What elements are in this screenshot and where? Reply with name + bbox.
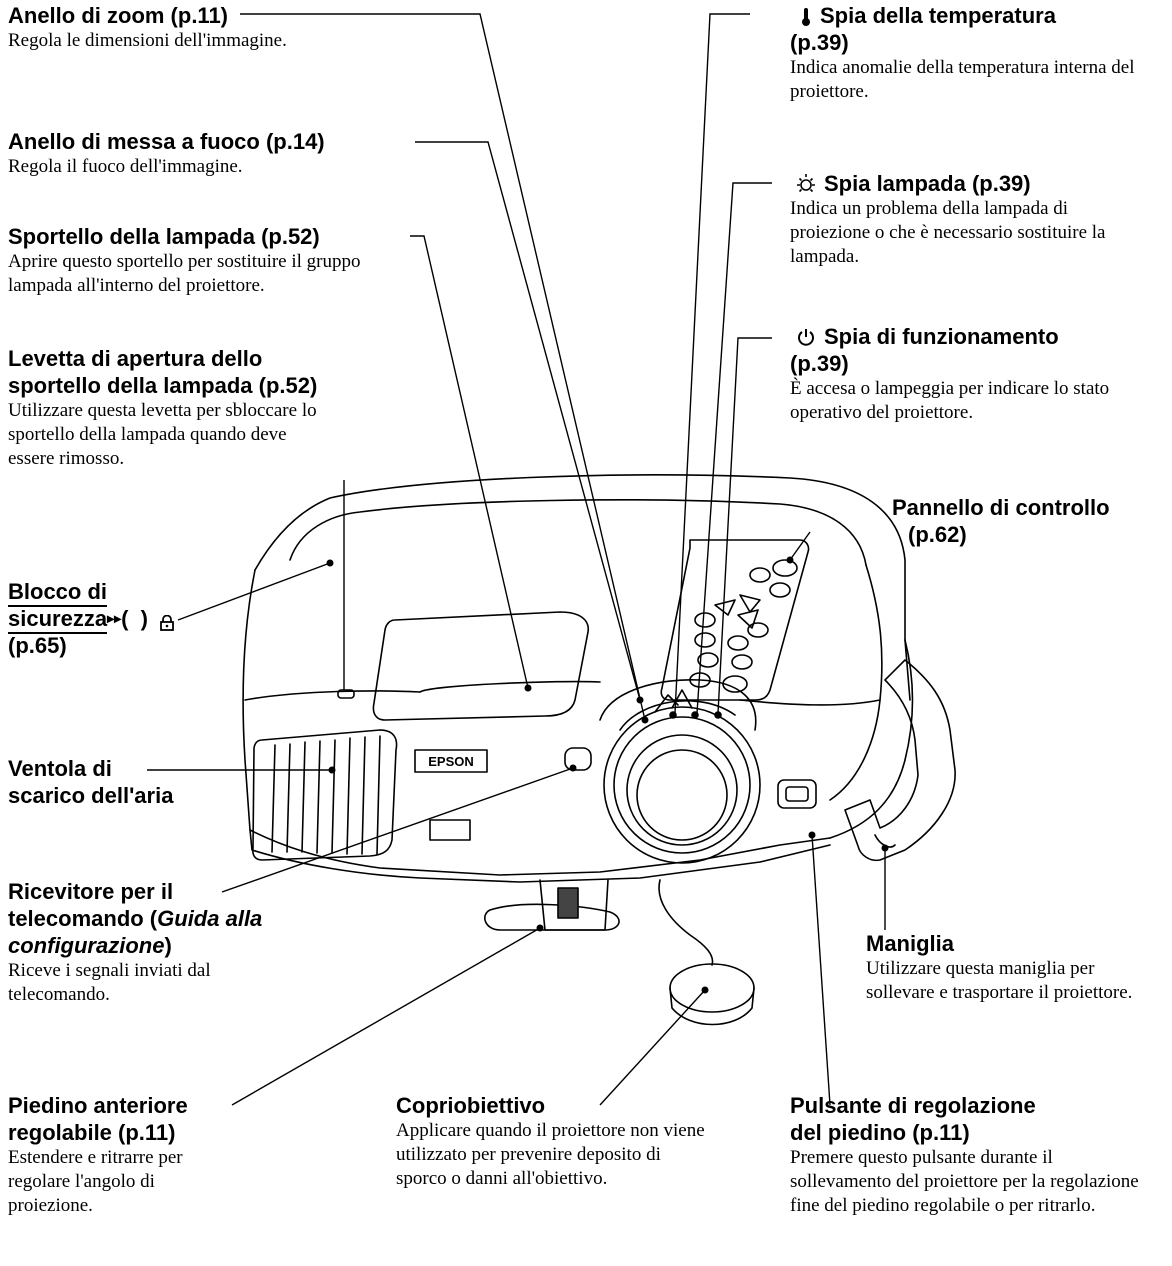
security-page: (p.65) bbox=[8, 633, 67, 658]
fan-line1: Ventola di bbox=[8, 756, 112, 781]
receiver-line3a: configurazione bbox=[8, 933, 165, 958]
lamp-lever-desc: Utilizzare questa levetta per sbloccare … bbox=[8, 400, 317, 469]
receiver-desc: Riceve i segnali inviati dal telecomando… bbox=[8, 960, 211, 1005]
temp-desc: Indica anomalie della temperatura intern… bbox=[790, 57, 1135, 102]
lock-icon bbox=[160, 610, 174, 631]
control-panel-label: Pannello di controllo (p.62) bbox=[892, 494, 1162, 548]
front-foot-line2: regolabile (p.11) bbox=[8, 1120, 176, 1145]
fan-line2: scarico dell'aria bbox=[8, 783, 174, 808]
lamp-cover-desc: Aprire questo sportello per sostituire i… bbox=[8, 251, 361, 296]
power-icon bbox=[796, 326, 816, 346]
handle-title: Maniglia bbox=[866, 931, 955, 956]
lamp-lever-title-1: Levetta di apertura dello bbox=[8, 346, 263, 371]
lamp-cover-shape bbox=[372, 611, 589, 721]
power-indicator-label: Spia di funzionamento (p.39) È accesa o … bbox=[790, 323, 1160, 425]
projector-front-outline bbox=[242, 569, 831, 876]
focus-ring-desc: Regola il fuoco dell'immagine. bbox=[8, 156, 243, 177]
foot-button-line1: Pulsante di regolazione bbox=[790, 1093, 1036, 1118]
foot-button-line2: del piedino (p.11) bbox=[790, 1120, 970, 1145]
lamp-indicator-title: Spia lampada (p.39) bbox=[824, 171, 1031, 196]
handle-desc: Utilizzare questa maniglia per sollevare… bbox=[866, 958, 1133, 1003]
front-foot-label: Piedino anteriore regolabile (p.11) Este… bbox=[8, 1092, 308, 1218]
receiver-line1: Ricevitore per il bbox=[8, 879, 174, 904]
zoom-ring-title: Anello di zoom (p.11) bbox=[8, 3, 229, 28]
receiver-line2b: Guida alla bbox=[157, 906, 263, 931]
receiver-line2a: telecomando ( bbox=[8, 906, 158, 931]
handle-shape bbox=[844, 659, 956, 862]
zoom-ring-label: Anello di zoom (p.11) Regola le dimensio… bbox=[8, 2, 287, 53]
focus-ring-label: Anello di messa a fuoco (p.14) Regola il… bbox=[8, 128, 418, 179]
lamp-lever-label: Levetta di apertura dello sportello dell… bbox=[8, 345, 408, 471]
lens-cap-shape bbox=[669, 963, 755, 1013]
handle-label: Maniglia Utilizzare questa maniglia per … bbox=[866, 930, 1162, 1005]
control-panel-shape bbox=[660, 539, 810, 701]
remote-receiver-label: Ricevitore per il telecomando (Guida all… bbox=[8, 878, 308, 1007]
power-line1: Spia di funzionamento bbox=[824, 324, 1059, 349]
security-paren: ( ) bbox=[121, 606, 149, 631]
security-line2: sicurezza bbox=[8, 606, 108, 634]
brand-logo: EPSON bbox=[428, 754, 474, 769]
receiver-line3b: ) bbox=[164, 933, 172, 958]
lamp-indicator-label: Spia lampada (p.39) Indica un problema d… bbox=[790, 170, 1160, 269]
lamp-icon bbox=[794, 172, 818, 196]
foot-button-desc: Premere questo pulsante durante il solle… bbox=[790, 1147, 1139, 1216]
zoom-ring-desc: Regola le dimensioni dell'immagine. bbox=[8, 30, 287, 51]
glossary-arrow-icon: ▸▸ bbox=[107, 610, 122, 626]
lamp-indicator-desc: Indica un problema della lampada di proi… bbox=[790, 198, 1106, 267]
projector-top-outline bbox=[254, 474, 911, 701]
lamp-lever-title-2: sportello della lampada (p.52) bbox=[8, 373, 318, 398]
lamp-cover-label: Sportello della lampada (p.52) Aprire qu… bbox=[8, 223, 408, 298]
temp-line2: (p.39) bbox=[790, 30, 849, 55]
lens-cap-label: Copriobiettivo Applicare quando il proie… bbox=[396, 1092, 716, 1191]
power-desc: È accesa o lampeggia per indicare lo sta… bbox=[790, 378, 1110, 423]
control-panel-line2: (p.62) bbox=[908, 522, 967, 547]
front-foot-shape bbox=[484, 903, 620, 931]
temp-line1: Spia della temperatura bbox=[820, 3, 1056, 28]
front-foot-desc: Estendere e ritrarre per regolare l'ango… bbox=[8, 1147, 183, 1216]
front-foot-line1: Piedino anteriore bbox=[8, 1093, 188, 1118]
focus-ring-title: Anello di messa a fuoco (p.14) bbox=[8, 129, 325, 154]
lens-cap-desc: Applicare quando il proiettore non viene… bbox=[396, 1120, 705, 1189]
security-line1: Blocco di bbox=[8, 579, 108, 607]
lens-cap-title: Copriobiettivo bbox=[396, 1093, 546, 1118]
lens-shape bbox=[603, 706, 761, 864]
fan-grille-shape bbox=[252, 729, 398, 861]
security-lock-label: Blocco di sicurezza▸▸( ) (p.65) bbox=[8, 578, 248, 659]
foot-button-label: Pulsante di regolazione del piedino (p.1… bbox=[790, 1092, 1160, 1218]
exhaust-fan-label: Ventola di scarico dell'aria bbox=[8, 755, 248, 809]
thermometer-icon bbox=[801, 6, 811, 26]
lamp-cover-title: Sportello della lampada (p.52) bbox=[8, 224, 320, 249]
power-line2: (p.39) bbox=[790, 351, 849, 376]
temp-indicator-label: Spia della temperatura (p.39) Indica ano… bbox=[790, 2, 1160, 104]
control-panel-line1: Pannello di controllo bbox=[892, 495, 1110, 520]
